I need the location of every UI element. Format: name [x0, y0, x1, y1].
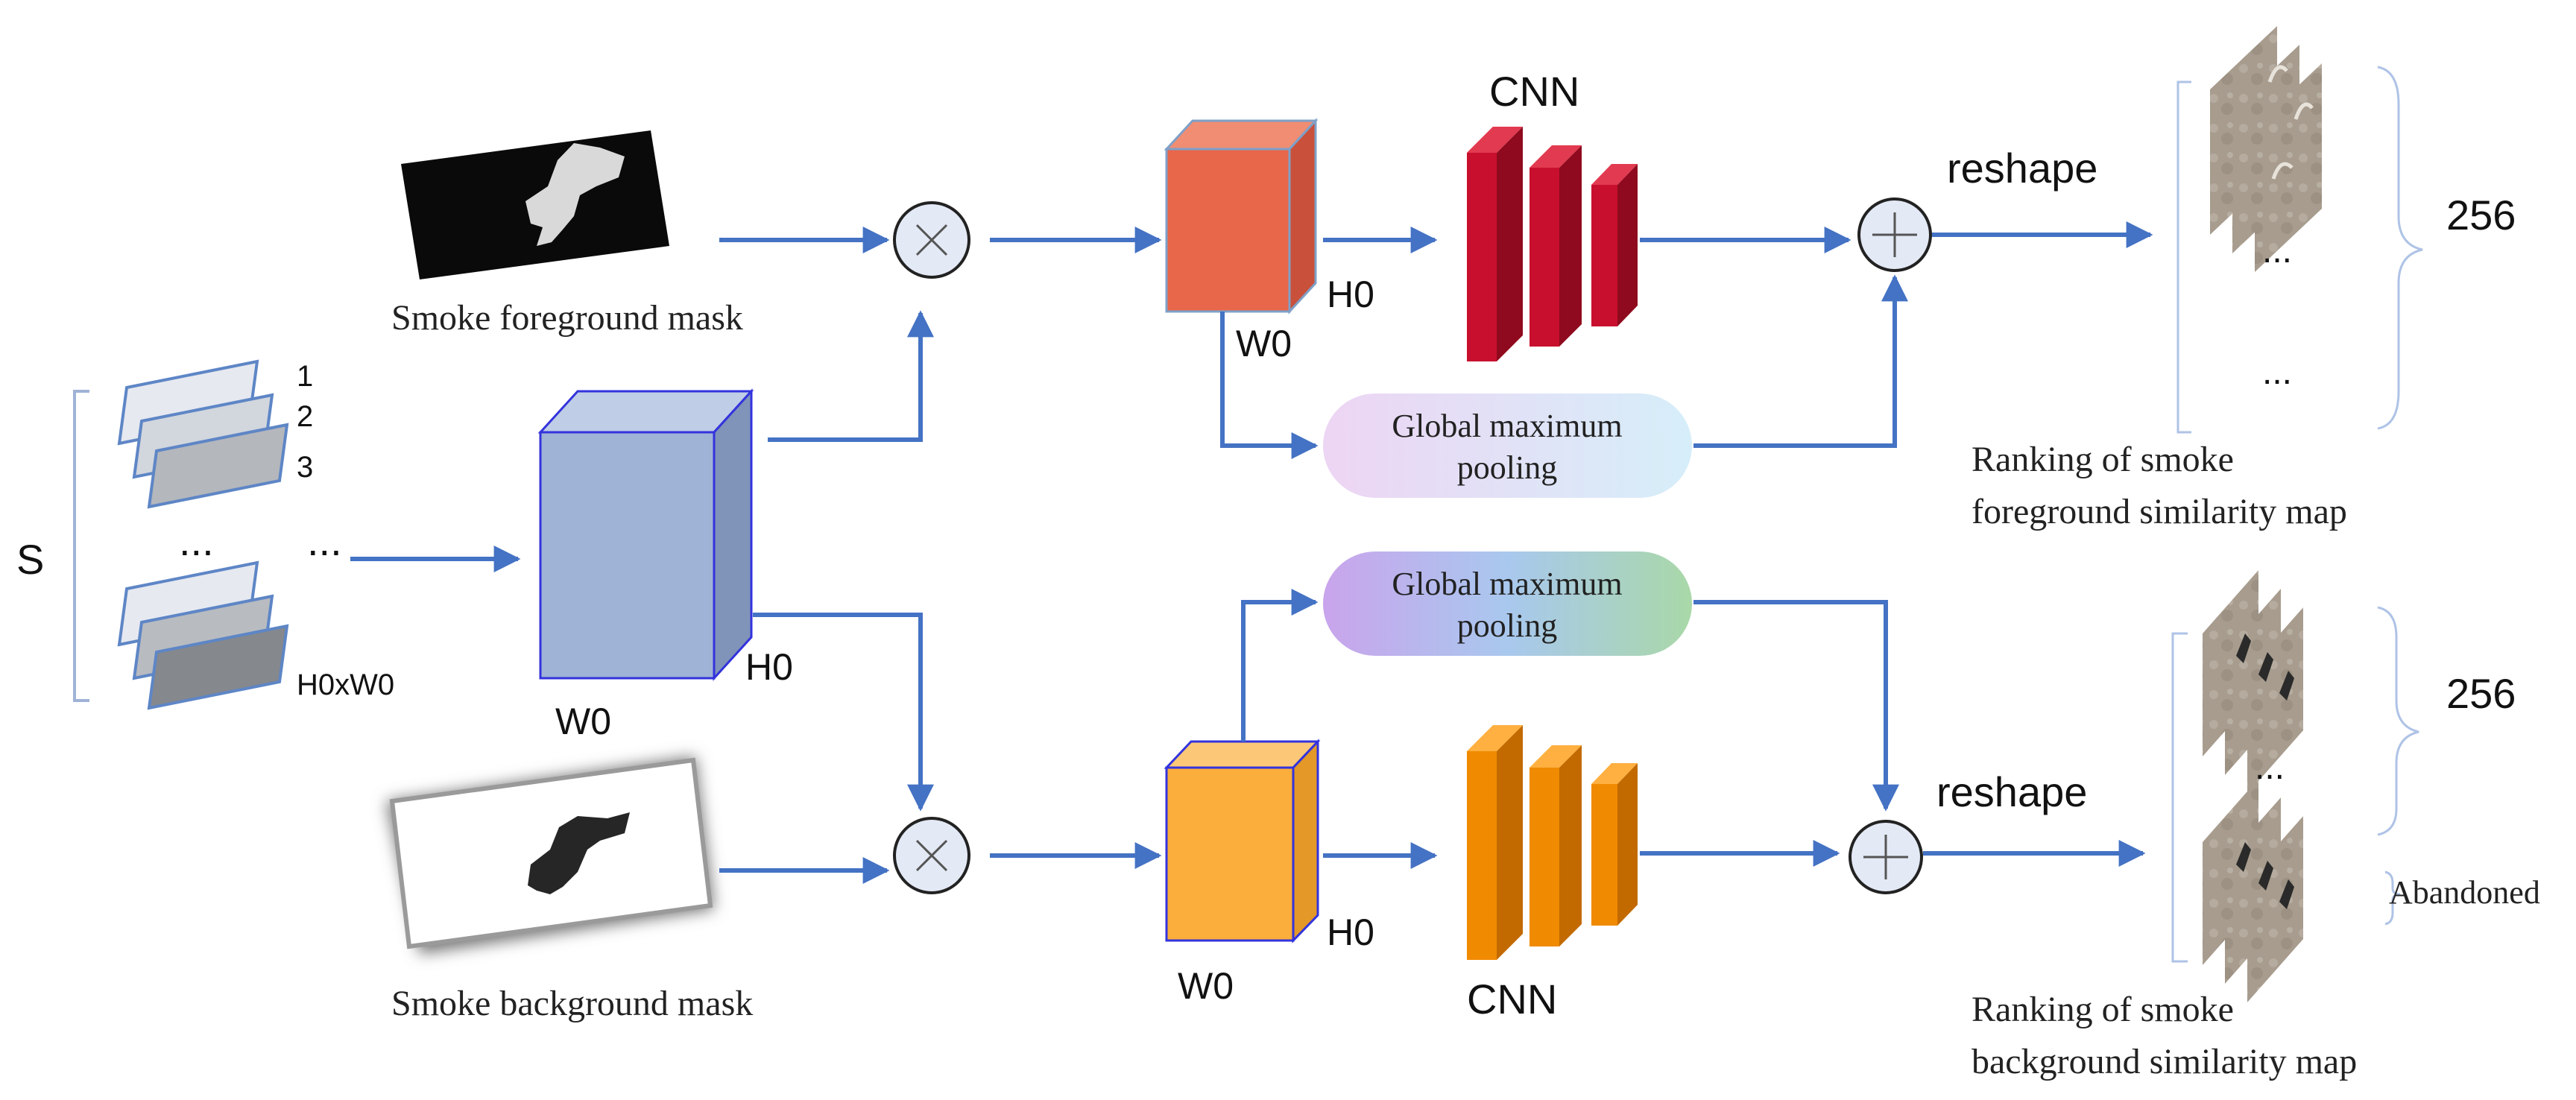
fg-caption-line2: foreground similarity map — [1972, 492, 2347, 531]
arrow-bg-pool-to-add — [1693, 600, 1899, 812]
bg-pooling-box: Global maximum pooling — [1323, 551, 1692, 656]
fg-add-node — [1857, 197, 1932, 272]
bg-pool-line1: Global maximum — [1392, 566, 1622, 602]
stack-arrow-dots: ... — [307, 517, 342, 564]
fg-feature-block — [1164, 118, 1319, 314]
fg-pool-line1: Global maximum — [1392, 408, 1622, 444]
fg-cnn-stack — [1467, 127, 1638, 361]
arrow-block-to-bg-mult — [753, 613, 934, 812]
background-mask-label: Smoke background mask — [391, 984, 753, 1023]
arrow-block-to-fg-mult — [768, 310, 934, 442]
foreground-mask-label: Smoke foreground mask — [391, 298, 743, 338]
fg-w-label: W0 — [1236, 323, 1292, 364]
bg-caption-line2: background similarity map — [1972, 1042, 2357, 1081]
stack-brace — [73, 390, 89, 702]
bg-count-label: 256 — [2446, 670, 2516, 717]
fg-similarity-maps: ... ... 256 — [2176, 26, 2516, 434]
feature-block-h-label: H0 — [745, 646, 793, 688]
fg-reshape-label: reshape — [1947, 145, 2097, 192]
bg-similarity-maps: ... 256 Abandoned — [2171, 570, 2540, 1002]
arrow-bg-block-to-pool — [1241, 589, 1319, 742]
fg-maps-dots-1: ... — [2262, 231, 2292, 271]
bg-reshape-label: reshape — [1936, 768, 2087, 815]
fg-cnn-label: CNN — [1489, 68, 1579, 115]
fg-h-label: H0 — [1327, 274, 1374, 315]
fg-multiply-node — [893, 201, 970, 279]
stack-label-s: S — [16, 536, 44, 583]
arrow-fg-pool-to-add — [1693, 274, 1908, 448]
bg-feature-block — [1164, 739, 1321, 943]
stack-frame-3 — [147, 423, 289, 509]
fg-count-label: 256 — [2446, 192, 2516, 238]
bg-add-node — [1849, 820, 1923, 894]
stack-index-2: 2 — [297, 400, 313, 433]
foreground-mask-image — [401, 130, 669, 279]
fg-pooling-box: Global maximum pooling — [1323, 393, 1692, 498]
feature-block-w-label: W0 — [555, 701, 611, 742]
feature-block: H0 W0 — [537, 388, 793, 742]
bg-caption-line1: Ranking of smoke — [1972, 990, 2234, 1029]
arrow-fg-block-to-pool — [1220, 312, 1319, 459]
stack-size-label: H0xW0 — [297, 668, 394, 701]
bg-cnn-stack — [1467, 725, 1638, 960]
background-mask-image — [386, 756, 714, 954]
bg-cnn-label: CNN — [1467, 976, 1557, 1022]
bg-multiply-node — [893, 817, 970, 894]
bg-maps-dots: ... — [2255, 747, 2285, 787]
stack-index-3: 3 — [297, 451, 313, 484]
input-stack: S 1 2 3 ... H0xW0 ... — [16, 359, 394, 710]
stack-frame-c — [147, 624, 289, 710]
stack-dots: ... — [179, 517, 214, 564]
bg-abandoned-label: Abandoned — [2389, 874, 2540, 911]
bg-pool-line2: pooling — [1457, 607, 1557, 644]
bg-h-label: H0 — [1327, 911, 1374, 953]
bg-w-label: W0 — [1178, 965, 1234, 1007]
fg-caption-line1: Ranking of smoke — [1972, 440, 2234, 479]
fg-pool-line2: pooling — [1457, 449, 1557, 486]
fg-maps-dots-2: ... — [2262, 353, 2292, 392]
stack-index-1: 1 — [297, 360, 313, 393]
